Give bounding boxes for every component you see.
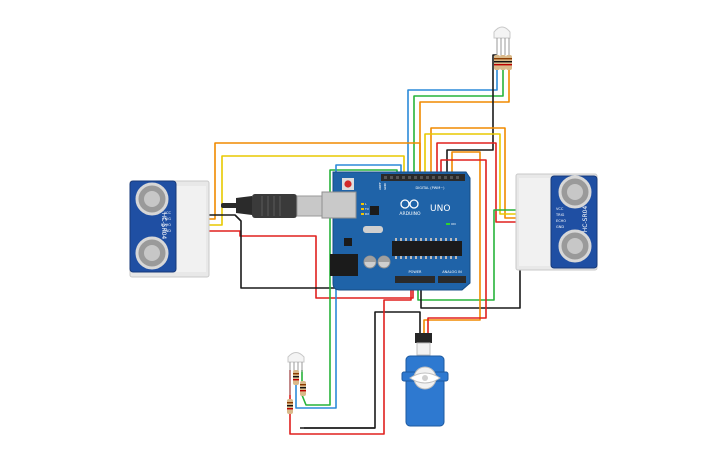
top-rgb-led[interactable] bbox=[493, 26, 511, 58]
wire-green-right-sensor[interactable] bbox=[417, 209, 526, 301]
wire-red-bottom-led[interactable] bbox=[289, 279, 412, 435]
wire-black-servo[interactable] bbox=[304, 311, 421, 429]
arduino-atmega-chip bbox=[392, 241, 462, 256]
wire-blue-top-led[interactable] bbox=[407, 68, 498, 178]
wire-red-left-sensor[interactable] bbox=[205, 230, 414, 299]
arduino-crystal bbox=[363, 226, 383, 233]
wire-red-right-sensor[interactable] bbox=[436, 142, 526, 223]
left-sensor-pin-vcc: VCC bbox=[164, 211, 172, 215]
arduino-usb-port[interactable] bbox=[321, 191, 357, 219]
right-sensor-model: HC-SR04 bbox=[582, 206, 589, 233]
servo-connector bbox=[415, 333, 432, 343]
wire-green-top-led[interactable] bbox=[413, 68, 504, 178]
arduino-power-label: POWER bbox=[409, 270, 423, 274]
left-breadboard-holes bbox=[176, 186, 206, 272]
right-sensor-pin-echo: ECHO bbox=[556, 219, 566, 223]
arduino-logo bbox=[400, 199, 419, 209]
arduino-l-label: L bbox=[365, 202, 367, 206]
arduino-digital-label: DIGITAL (PWM~) bbox=[415, 186, 445, 190]
wire-orange-left-sensor[interactable] bbox=[205, 142, 421, 220]
arduino-power-jack[interactable] bbox=[330, 254, 358, 276]
top-led-resistors[interactable] bbox=[494, 55, 512, 70]
arduino-uno-board[interactable]: AREF GND DIGITAL (PWM~) ARDUINO UNO L TX… bbox=[321, 171, 471, 291]
arduino-on-label: ON bbox=[451, 222, 456, 226]
arduino-regulator bbox=[344, 238, 352, 246]
arduino-rx-label: RX bbox=[365, 212, 369, 216]
arduino-aref-label: AREF bbox=[378, 182, 382, 190]
left-sensor-pin-gnd: GND bbox=[163, 229, 171, 233]
arduino-tx-label: TX bbox=[364, 207, 369, 211]
wire-yellow-left-sensor[interactable] bbox=[205, 155, 405, 226]
wire-yellow-right-sensor[interactable] bbox=[424, 133, 526, 215]
wire-orange-servo[interactable] bbox=[423, 151, 481, 342]
right-sensor-pin-trig: TRIG bbox=[555, 213, 565, 217]
left-sensor-pin-echo: ECHO bbox=[161, 223, 171, 227]
servo-motor[interactable] bbox=[401, 333, 449, 427]
arduino-gnd-label: GND bbox=[383, 182, 387, 190]
left-sensor-pin-trig: TRIG bbox=[162, 217, 172, 221]
left-ultrasonic-sensor[interactable]: HC-SR04 VCC TRIG ECHO GND bbox=[129, 180, 210, 278]
arduino-model: UNO bbox=[430, 204, 450, 214]
arduino-analog-label: ANALOG IN bbox=[442, 270, 462, 274]
left-sensor-model: HC-SR04 bbox=[160, 213, 167, 240]
arduino-power-header[interactable] bbox=[395, 276, 435, 283]
arduino-capacitors bbox=[363, 255, 391, 269]
arduino-usb-chip bbox=[370, 206, 379, 215]
arduino-status-leds bbox=[361, 203, 364, 215]
arduino-analog-header[interactable] bbox=[438, 276, 466, 283]
wire-red-servo[interactable] bbox=[427, 159, 487, 342]
bottom-led-resistors[interactable] bbox=[287, 370, 306, 414]
arduino-brand: ARDUINO bbox=[399, 211, 421, 217]
wire-orange-right-sensor-a[interactable] bbox=[430, 127, 526, 219]
wire-orange-top-led[interactable] bbox=[419, 68, 510, 178]
right-sensor-pin-gnd: GND bbox=[556, 225, 564, 229]
right-ultrasonic-sensor[interactable]: HC-SR04 VCC TRIG ECHO GND bbox=[515, 173, 598, 271]
right-sensor-pin-vcc: VCC bbox=[556, 207, 564, 211]
usb-cable[interactable] bbox=[221, 194, 325, 218]
